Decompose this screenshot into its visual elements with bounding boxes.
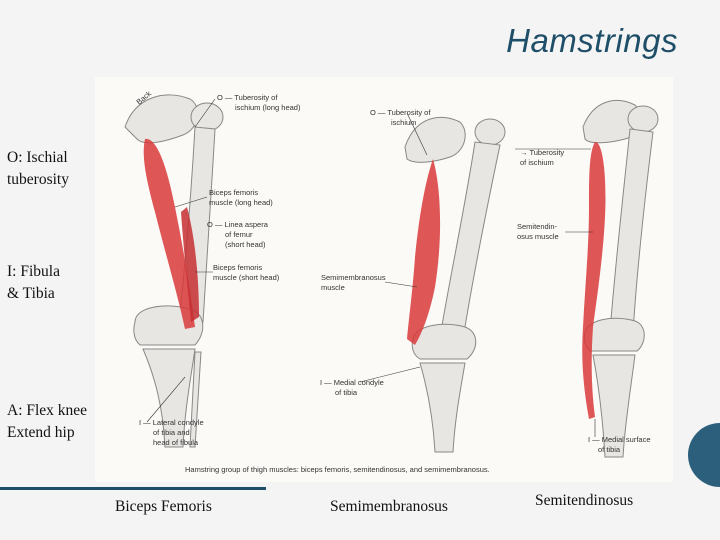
accent-circle [688,423,720,487]
label-semimembranosus: Semimembranosus [321,273,386,282]
label-lateral-condyle-3: head of fibula [153,438,199,447]
leg-semitendinosus [582,99,659,458]
label-tuberosity: → Tuberosity [520,148,564,157]
tibia [419,362,466,453]
label-linea-aspera: O — Linea aspera [207,220,269,229]
label-semitendinosus-2: osus muscle [517,232,559,241]
leg2-labels: O — Tuberosity of ischium Semimembranosu… [320,108,431,397]
label-lateral-condyle: I — Lateral condyle [139,418,204,427]
biceps-short-head [181,207,199,322]
label-tuberosity-2: of ischium [520,158,554,167]
label-linea-aspera-3: (short head) [225,240,266,249]
tibia [142,348,196,448]
tibia [592,354,636,458]
action-line-1: A: Flex knee [7,402,88,419]
leg-biceps-femoris: Back [124,89,224,448]
label-tuberosity: O — Tuberosity of [370,108,431,117]
hamstring-illustration: Back O — Tuberosity of ischium (long hea… [95,77,673,482]
slide-title: Hamstrings [506,22,678,59]
label-tuberosity-2: ischium [391,118,416,127]
leg-semimembranosus [404,116,506,453]
femur-head [627,105,659,133]
label-biceps-short: Biceps femoris [213,263,262,272]
pelvis-bone [404,116,466,163]
label-linea-aspera-2: of femur [225,230,253,239]
label-medial-surface-2: of tibia [598,445,621,454]
origin-line-2: tuberosity [7,171,69,188]
semitendinosus-muscle [582,141,606,419]
insertion-line-2: & Tibia [7,285,55,302]
label-medial-condyle: I — Medial condyle [320,378,384,387]
label-lateral-condyle-2: of tibia and [153,428,190,437]
label-semimembranosus-2: muscle [321,283,345,292]
fibula [189,351,202,448]
knee-joint [411,323,477,360]
leg3-labels: → Tuberosity of ischium Semitendin- osus… [515,148,651,454]
action-text: A: Flex knee Extend hip [7,400,87,444]
leg1-labels: O — Tuberosity of ischium (long head) Bi… [139,93,301,447]
insertion-text: I: Fibula & Tibia [7,261,60,305]
label-medial-condyle-2: of tibia [335,388,358,397]
insertion-line-1: I: Fibula [7,263,60,280]
action-line-2: Extend hip [7,424,75,441]
caption-semitendinosus: Semitendinosus [535,492,634,509]
femur-shaft [609,128,654,334]
label-tuberosity-long-2: ischium (long head) [235,103,301,112]
biceps-long-head [143,138,195,329]
label-biceps-long: Biceps femoris [209,188,258,197]
caption-biceps-femoris: Biceps Femoris [115,498,212,515]
origin-text: O: Ischial tuberosity [7,147,69,191]
label-medial-surface: I — Medial surface [588,435,651,444]
label-tuberosity-long: O — Tuberosity of [217,93,278,102]
accent-rule [0,487,266,490]
origin-line-1: O: Ischial [7,149,68,166]
figure-caption: Hamstring group of thigh muscles: biceps… [185,465,490,474]
label-biceps-long-2: muscle (long head) [209,198,273,207]
label-semitendinosus: Semitendin- [517,222,558,231]
femur-head [474,118,506,146]
label-biceps-short-2: muscle (short head) [213,273,280,282]
caption-semimembranosus: Semimembranosus [330,498,448,515]
semimembranosus-muscle [407,159,441,345]
hamstring-diagram: Back O — Tuberosity of ischium (long hea… [124,89,659,474]
femur-shaft [439,141,501,340]
